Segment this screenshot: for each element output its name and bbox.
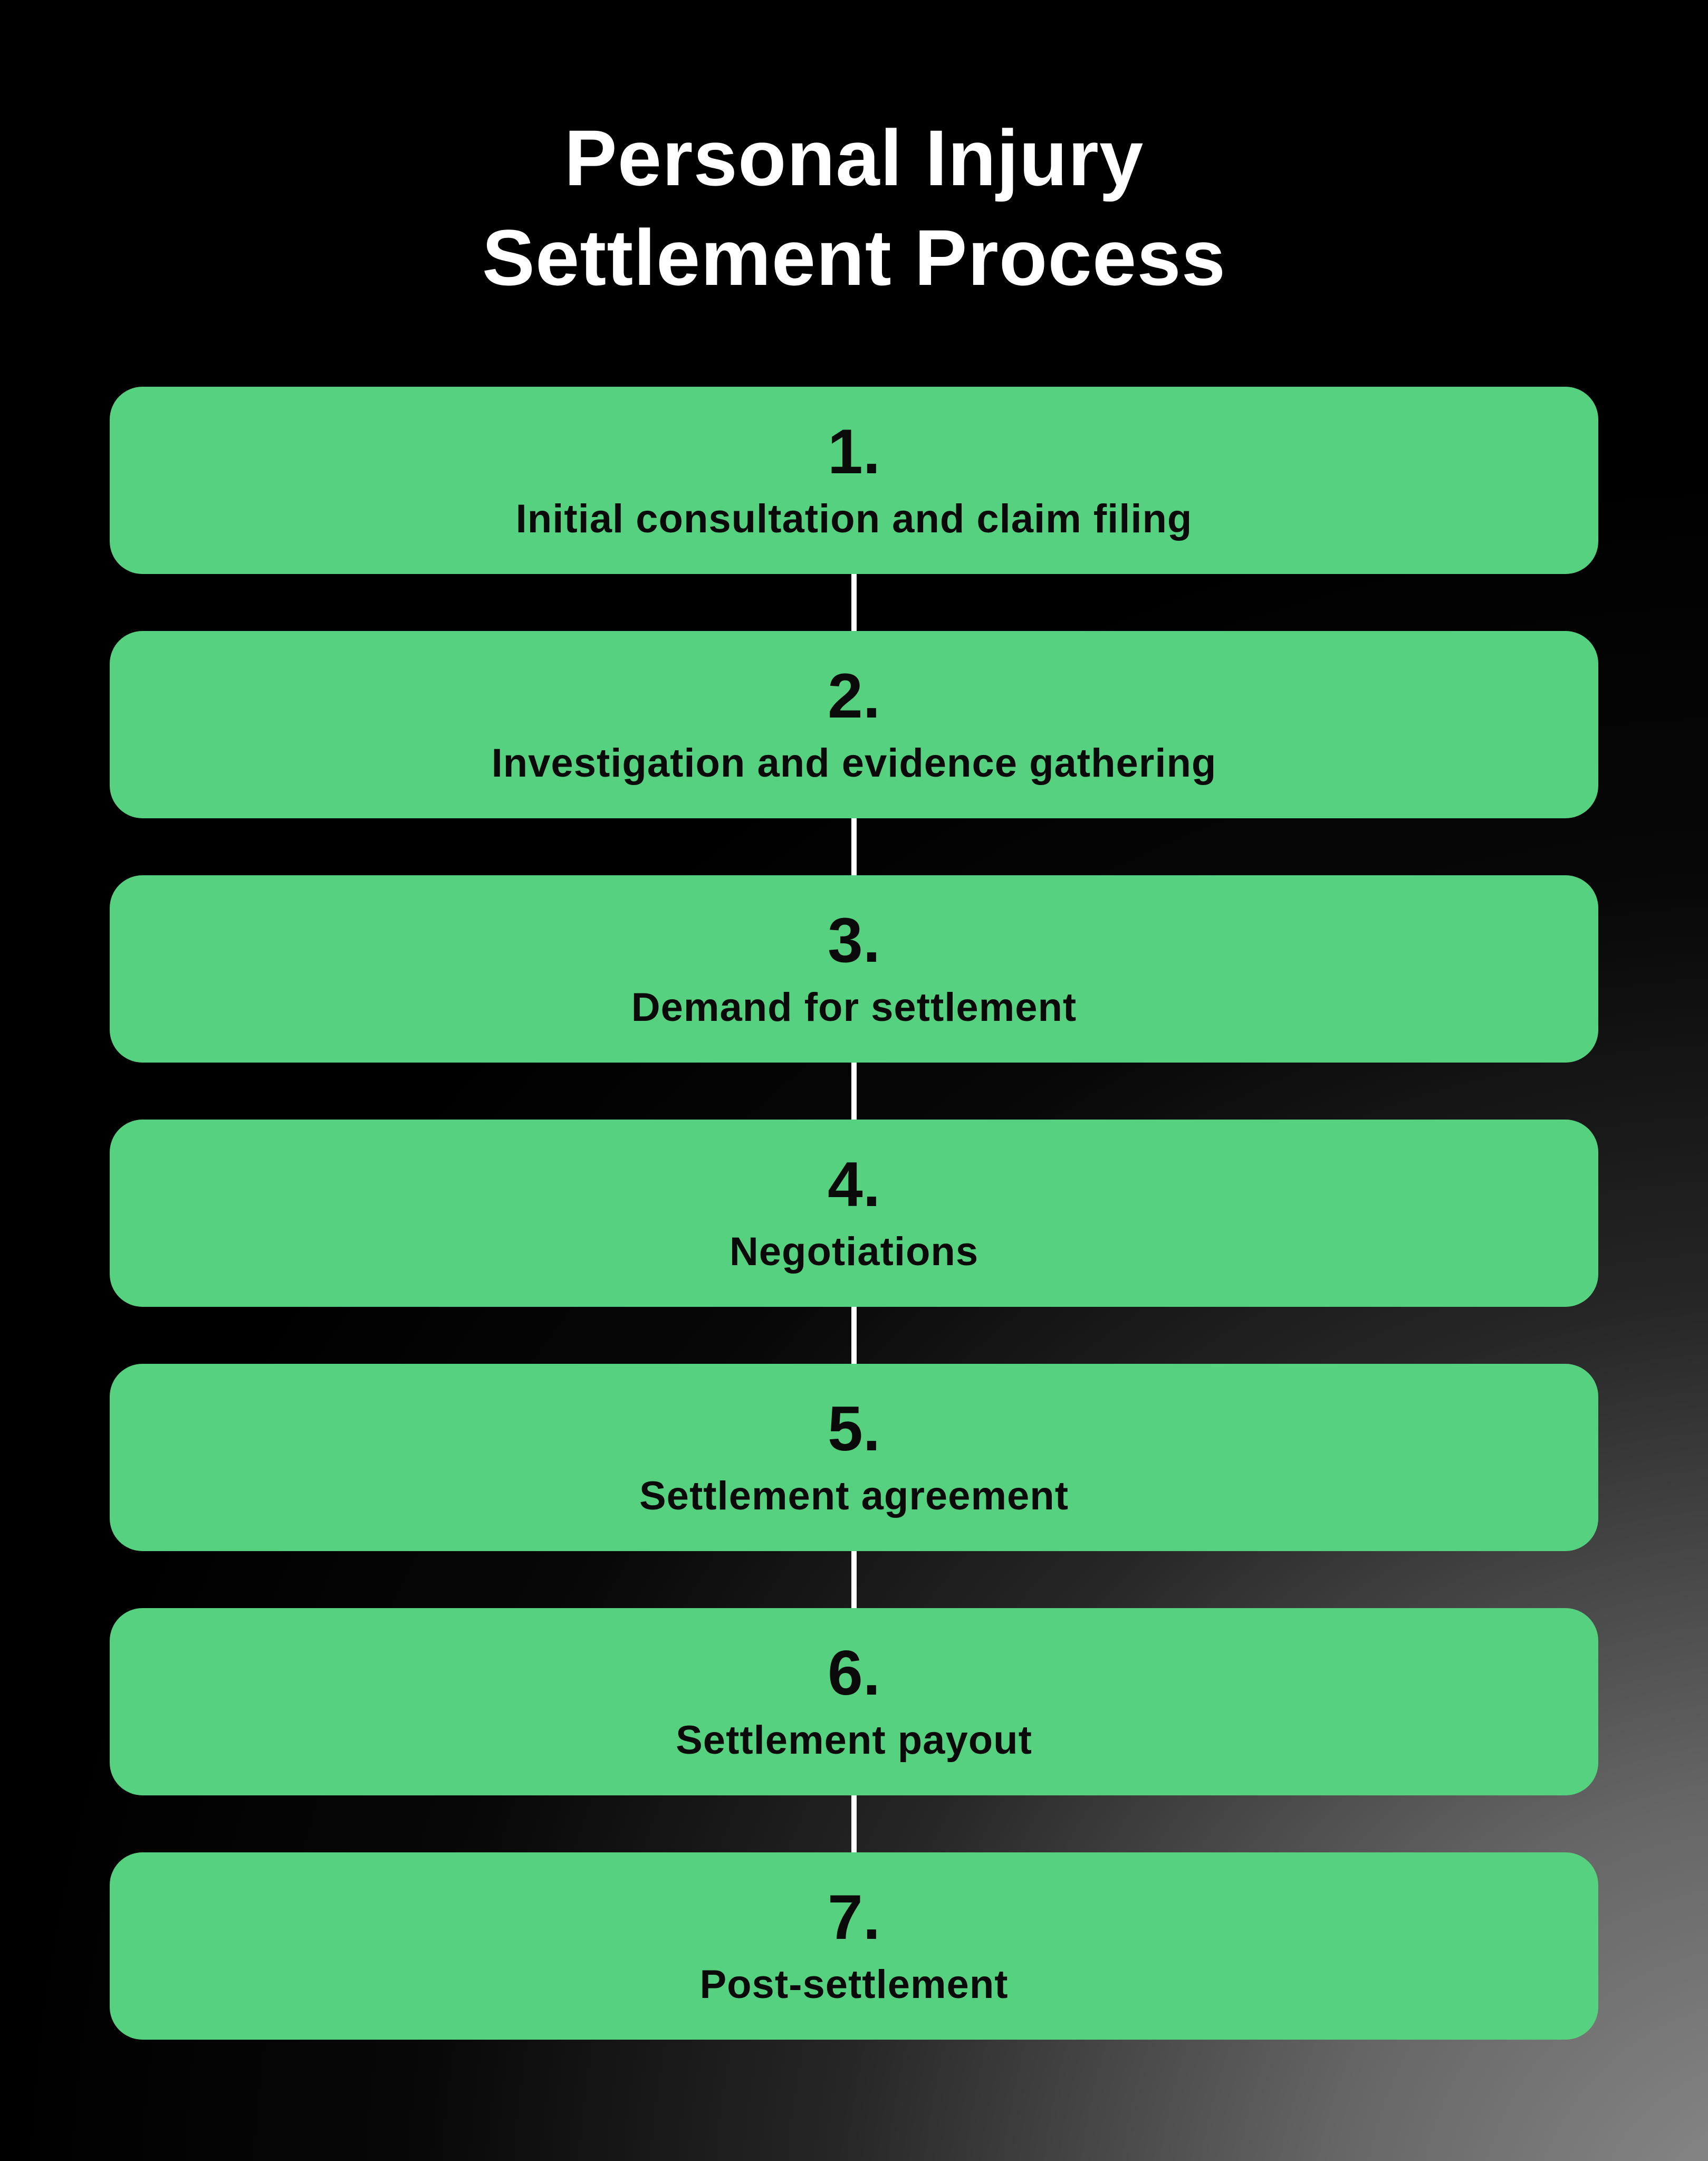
step-label: Demand for settlement (631, 984, 1077, 1030)
step-number: 7. (827, 1881, 881, 1953)
connector-line (851, 1795, 857, 1852)
step-label: Initial consultation and claim filing (515, 496, 1193, 541)
page-title-line-1: Personal Injury (564, 113, 1144, 202)
step-box-7: 7. Post-settlement (110, 1852, 1598, 2040)
step-box-3: 3. Demand for settlement (110, 875, 1598, 1063)
step-number: 1. (827, 416, 881, 487)
step-number: 4. (827, 1149, 881, 1220)
connector-line (851, 1551, 857, 1608)
connector-line (851, 1307, 857, 1364)
connector-line (851, 574, 857, 631)
step-number: 6. (827, 1637, 881, 1708)
connector-line (851, 818, 857, 875)
step-label: Post-settlement (699, 1962, 1009, 2007)
step-box-4: 4. Negotiations (110, 1120, 1598, 1307)
step-label: Settlement payout (676, 1717, 1032, 1763)
step-number: 3. (827, 904, 881, 976)
step-box-1: 1. Initial consultation and claim filing (110, 387, 1598, 574)
step-label: Settlement agreement (639, 1473, 1069, 1518)
step-box-2: 2. Investigation and evidence gathering (110, 631, 1598, 818)
page-title: Personal Injury Settlement Process (0, 0, 1708, 308)
step-number: 5. (827, 1393, 881, 1464)
step-box-5: 5. Settlement agreement (110, 1364, 1598, 1551)
connector-line (851, 1063, 857, 1120)
step-label: Negotiations (729, 1229, 979, 1274)
page-title-line-2: Settlement Process (482, 213, 1226, 302)
step-box-6: 6. Settlement payout (110, 1608, 1598, 1795)
step-number: 2. (827, 660, 881, 731)
step-label: Investigation and evidence gathering (491, 740, 1217, 786)
process-flow: 1. Initial consultation and claim filing… (110, 387, 1598, 2040)
